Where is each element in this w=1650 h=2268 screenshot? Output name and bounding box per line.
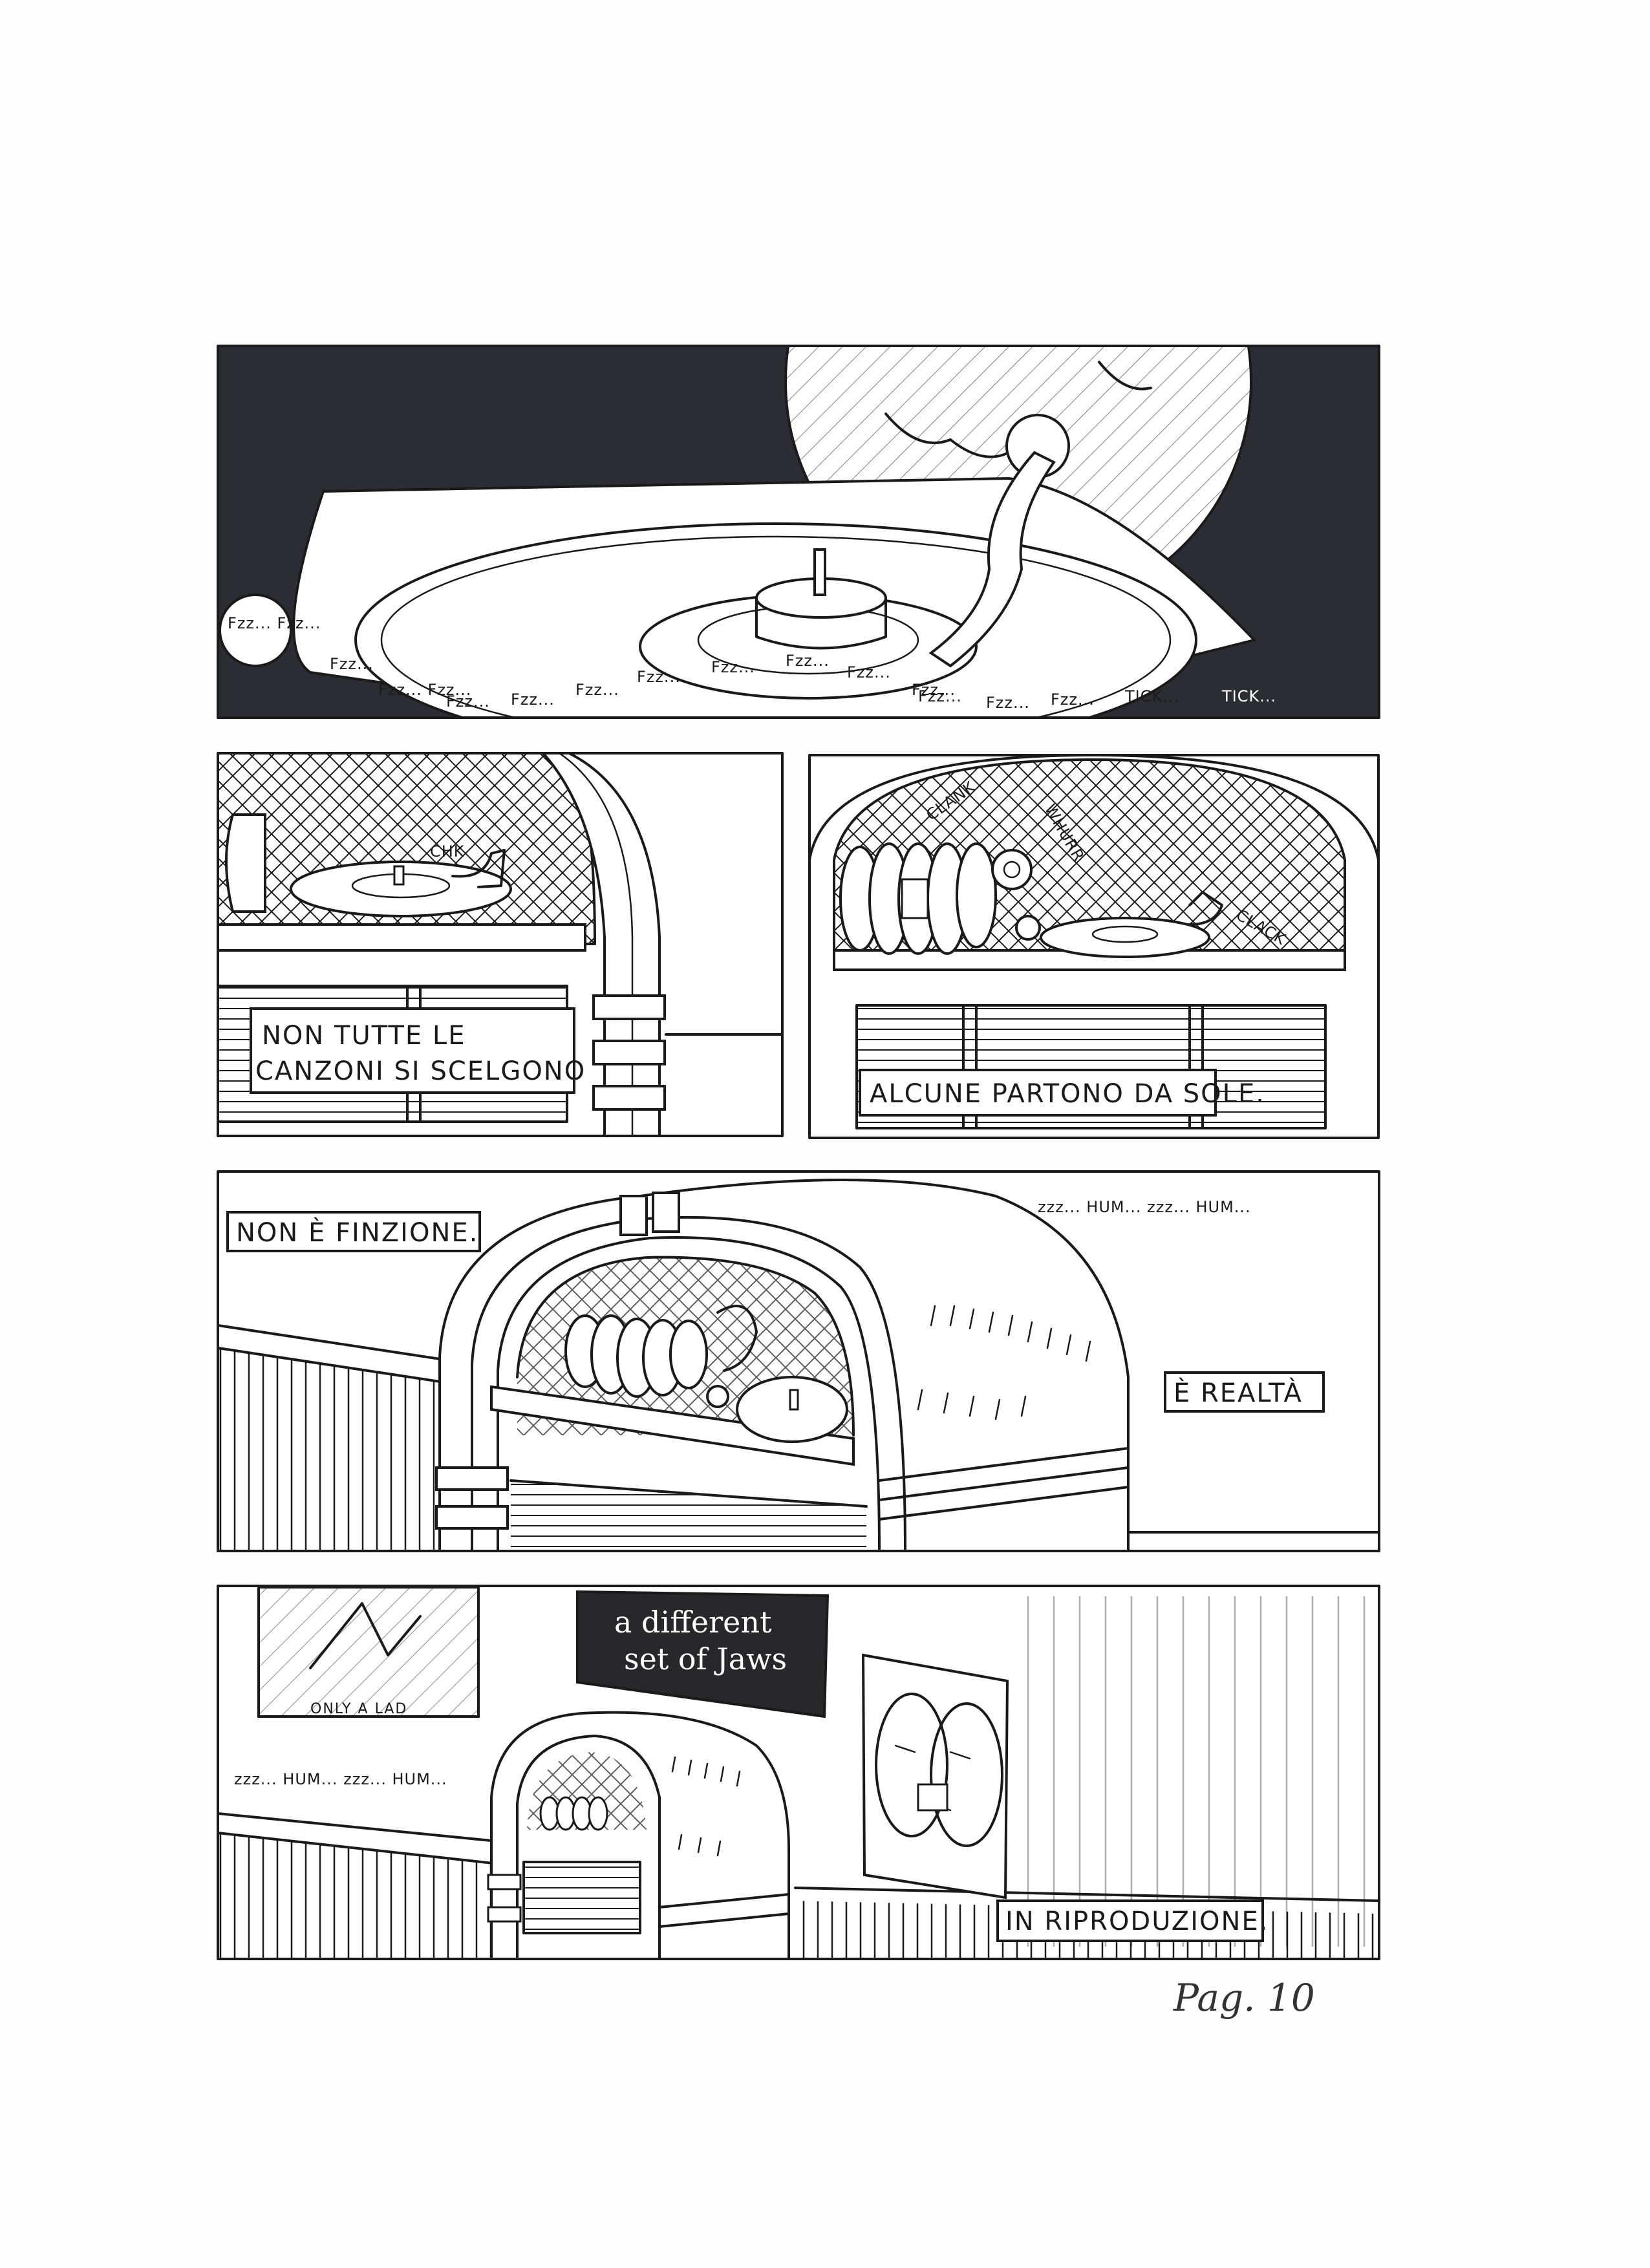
panel-5: ONLY A LAD a different set of Jaws (218, 1586, 1379, 1959)
sfx-fzz: Fzz... (786, 652, 830, 670)
poster-faces (861, 1653, 1009, 1899)
banner-text: a different (614, 1605, 772, 1640)
panel-2: CHK NON TUTTE LE CANZONI SI SCELGONO (218, 753, 782, 1136)
poster-label: ONLY A LAD (310, 1701, 407, 1717)
sfx-fzz: Fzz... (918, 687, 962, 705)
sfx-fzz: Fzz... (637, 668, 681, 686)
caption-text: ALCUNE PARTONO DA SOLE. (870, 1079, 1265, 1109)
sfx-fzz: Fzz... (446, 692, 490, 711)
banner-text: set of Jaws (624, 1642, 787, 1676)
panel-3-border (808, 754, 1380, 1139)
sfx-hum: zzz... HUM... zzz... HUM... (234, 1770, 447, 1788)
sfx-fzz: Fzz... (847, 663, 891, 681)
caption-box: NON È FINZIONE. (226, 1211, 481, 1252)
jukebox (435, 1179, 1130, 1551)
panel-2-border (217, 752, 784, 1137)
sfx-fzz: Fzz... (711, 658, 755, 676)
sfx-chk: CHK (430, 842, 465, 861)
jukebox-small (487, 1711, 790, 1959)
panel-5-border (217, 1585, 1380, 1960)
caption-text: IN RIPRODUZIONE. (1005, 1907, 1269, 1936)
panel-1: Fzz... Fzz... Fzz... Fzz... Fzz... Fzz..… (218, 346, 1379, 718)
panel-1-border (217, 345, 1380, 719)
caption-text: NON TUTTE LE (262, 1021, 466, 1051)
banner-sign: a different set of Jaws (576, 1590, 830, 1718)
sfx-fzz: Fzz... (986, 694, 1030, 712)
sfx-tick: TICK... (1221, 687, 1276, 705)
caption-text: CANZONI SI SCELGONO (255, 1056, 586, 1086)
record-stack (839, 842, 1041, 955)
panel-4: NON È FINZIONE. È REALTÀ zzz... HUM... z… (218, 1171, 1379, 1551)
page-number: Pag. 10 (1173, 1976, 1315, 2020)
sfx-tick: TICK... (1124, 687, 1179, 705)
sfx-fzz: Fzz... Fzz... (228, 614, 321, 632)
sfx-fzz: Fzz... (912, 681, 956, 699)
caption-text: NON È FINZIONE. (236, 1217, 478, 1248)
sfx-fzz: Fzz... (1051, 690, 1095, 709)
sfx-fzz: Fzz... (575, 681, 619, 699)
caption-box: ALCUNE PARTONO DA SOLE. (859, 1069, 1265, 1117)
vinyl-record (1040, 917, 1210, 958)
panel-3: CLANK WHURR CLACK ALCUNE PARTONO DA SOLE… (809, 755, 1378, 1138)
sfx-fzz-trail: Fzz... Fzz... Fzz... Fzz... Fzz... Fzz..… (228, 614, 1276, 712)
caption-text: È REALTÀ (1173, 1377, 1303, 1408)
caption-box: È REALTÀ (1164, 1371, 1325, 1413)
caption-box: IN RIPRODUZIONE. (996, 1899, 1269, 1942)
panel-4-border (217, 1170, 1380, 1552)
tone-arm (928, 451, 1056, 668)
sfx-fzz: Fzz... Fzz... (378, 681, 471, 699)
sfx-hum: zzz... HUM... zzz... HUM... (1038, 1198, 1251, 1216)
caption-box: NON TUTTE LE CANZONI SI SCELGONO (250, 1007, 586, 1094)
spark-burst (219, 594, 292, 667)
sfx-fzz: Fzz... (511, 690, 555, 709)
poster-only-a-lad: ONLY A LAD (257, 1586, 480, 1718)
sfx-fzz: Fzz... (330, 655, 374, 673)
